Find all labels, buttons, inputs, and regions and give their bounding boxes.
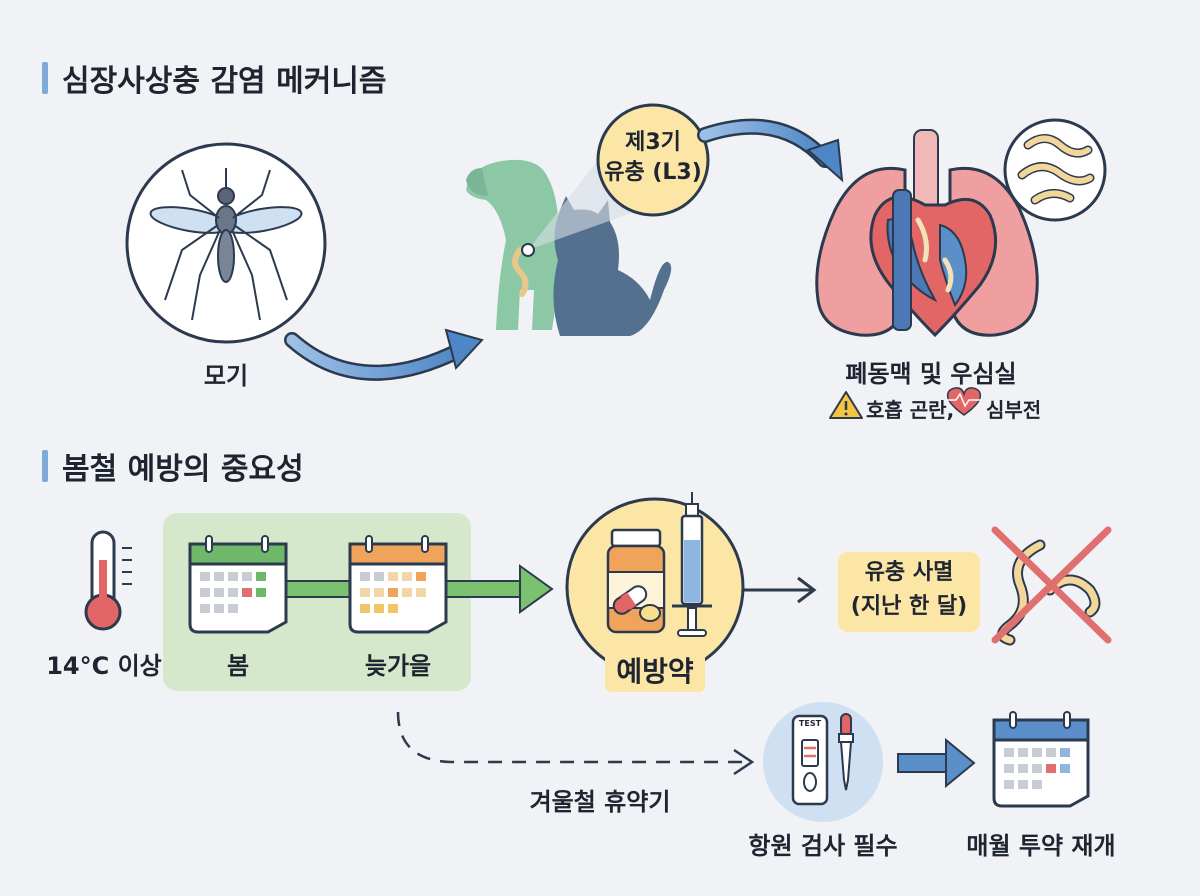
heart-label: 폐동맥 및 우심실 bbox=[845, 360, 1017, 388]
dog-cat-silhouette-icon bbox=[466, 159, 672, 336]
dropper-icon bbox=[838, 713, 854, 791]
mosquito-label: 모기 bbox=[203, 362, 249, 390]
antigen-test-label: 항원 검사 필수 bbox=[748, 832, 898, 860]
medicine-label: 예방약 bbox=[605, 648, 705, 692]
test-kit-icon bbox=[791, 714, 829, 806]
section2-title: 봄철 예방의 중요성 bbox=[42, 444, 304, 488]
section2-title-text: 봄철 예방의 중요성 bbox=[62, 452, 304, 487]
larva-bubble-line1: 제3기 bbox=[625, 130, 681, 155]
larva-bubble bbox=[596, 103, 710, 217]
calendar-icon bbox=[992, 711, 1090, 808]
section2-title-bar bbox=[42, 450, 48, 482]
larva-bubble-text: 제3기 유충 (L3) bbox=[598, 128, 708, 188]
larva-kill-box bbox=[838, 552, 980, 632]
heart-lungs-icon bbox=[815, 129, 1039, 338]
larva-bubble-line2: 유충 (L3) bbox=[604, 160, 702, 185]
larva-kill-text: 유충 사멸 (지난 한 달) bbox=[838, 556, 980, 624]
worms-icon bbox=[1003, 118, 1107, 222]
symptom-respiratory: 호흡 곤란, bbox=[866, 398, 955, 422]
section1-title: 심장사상충 감염 메커니즘 bbox=[42, 56, 387, 100]
syringe-icon bbox=[672, 492, 712, 637]
warning-icon bbox=[829, 391, 863, 419]
section1-title-text: 심장사상충 감염 메커니즘 bbox=[62, 64, 387, 99]
calendar-icon bbox=[188, 535, 288, 634]
heart-pulse-icon bbox=[946, 387, 982, 416]
pill-bottle-icon bbox=[606, 528, 666, 634]
winter-break-label: 겨울철 휴약기 bbox=[529, 788, 671, 816]
resume-label: 매월 투약 재개 bbox=[966, 832, 1116, 860]
larva-kill-line2: (지난 한 달) bbox=[850, 594, 968, 619]
test-kit-text: TEST bbox=[798, 719, 822, 728]
mosquito-icon bbox=[125, 142, 327, 344]
spring-label: 봄 bbox=[226, 652, 250, 680]
thermometer-icon bbox=[84, 530, 132, 631]
section1-title-bar bbox=[42, 62, 48, 94]
temperature-label: 14°C 이상 bbox=[46, 652, 162, 680]
autumn-label: 늦가을 bbox=[364, 652, 432, 680]
symptom-heart: 심부전 bbox=[986, 398, 1042, 422]
calendar-icon bbox=[348, 535, 448, 634]
worms-icon bbox=[991, 526, 1112, 646]
larva-kill-line1: 유충 사멸 bbox=[864, 560, 954, 585]
